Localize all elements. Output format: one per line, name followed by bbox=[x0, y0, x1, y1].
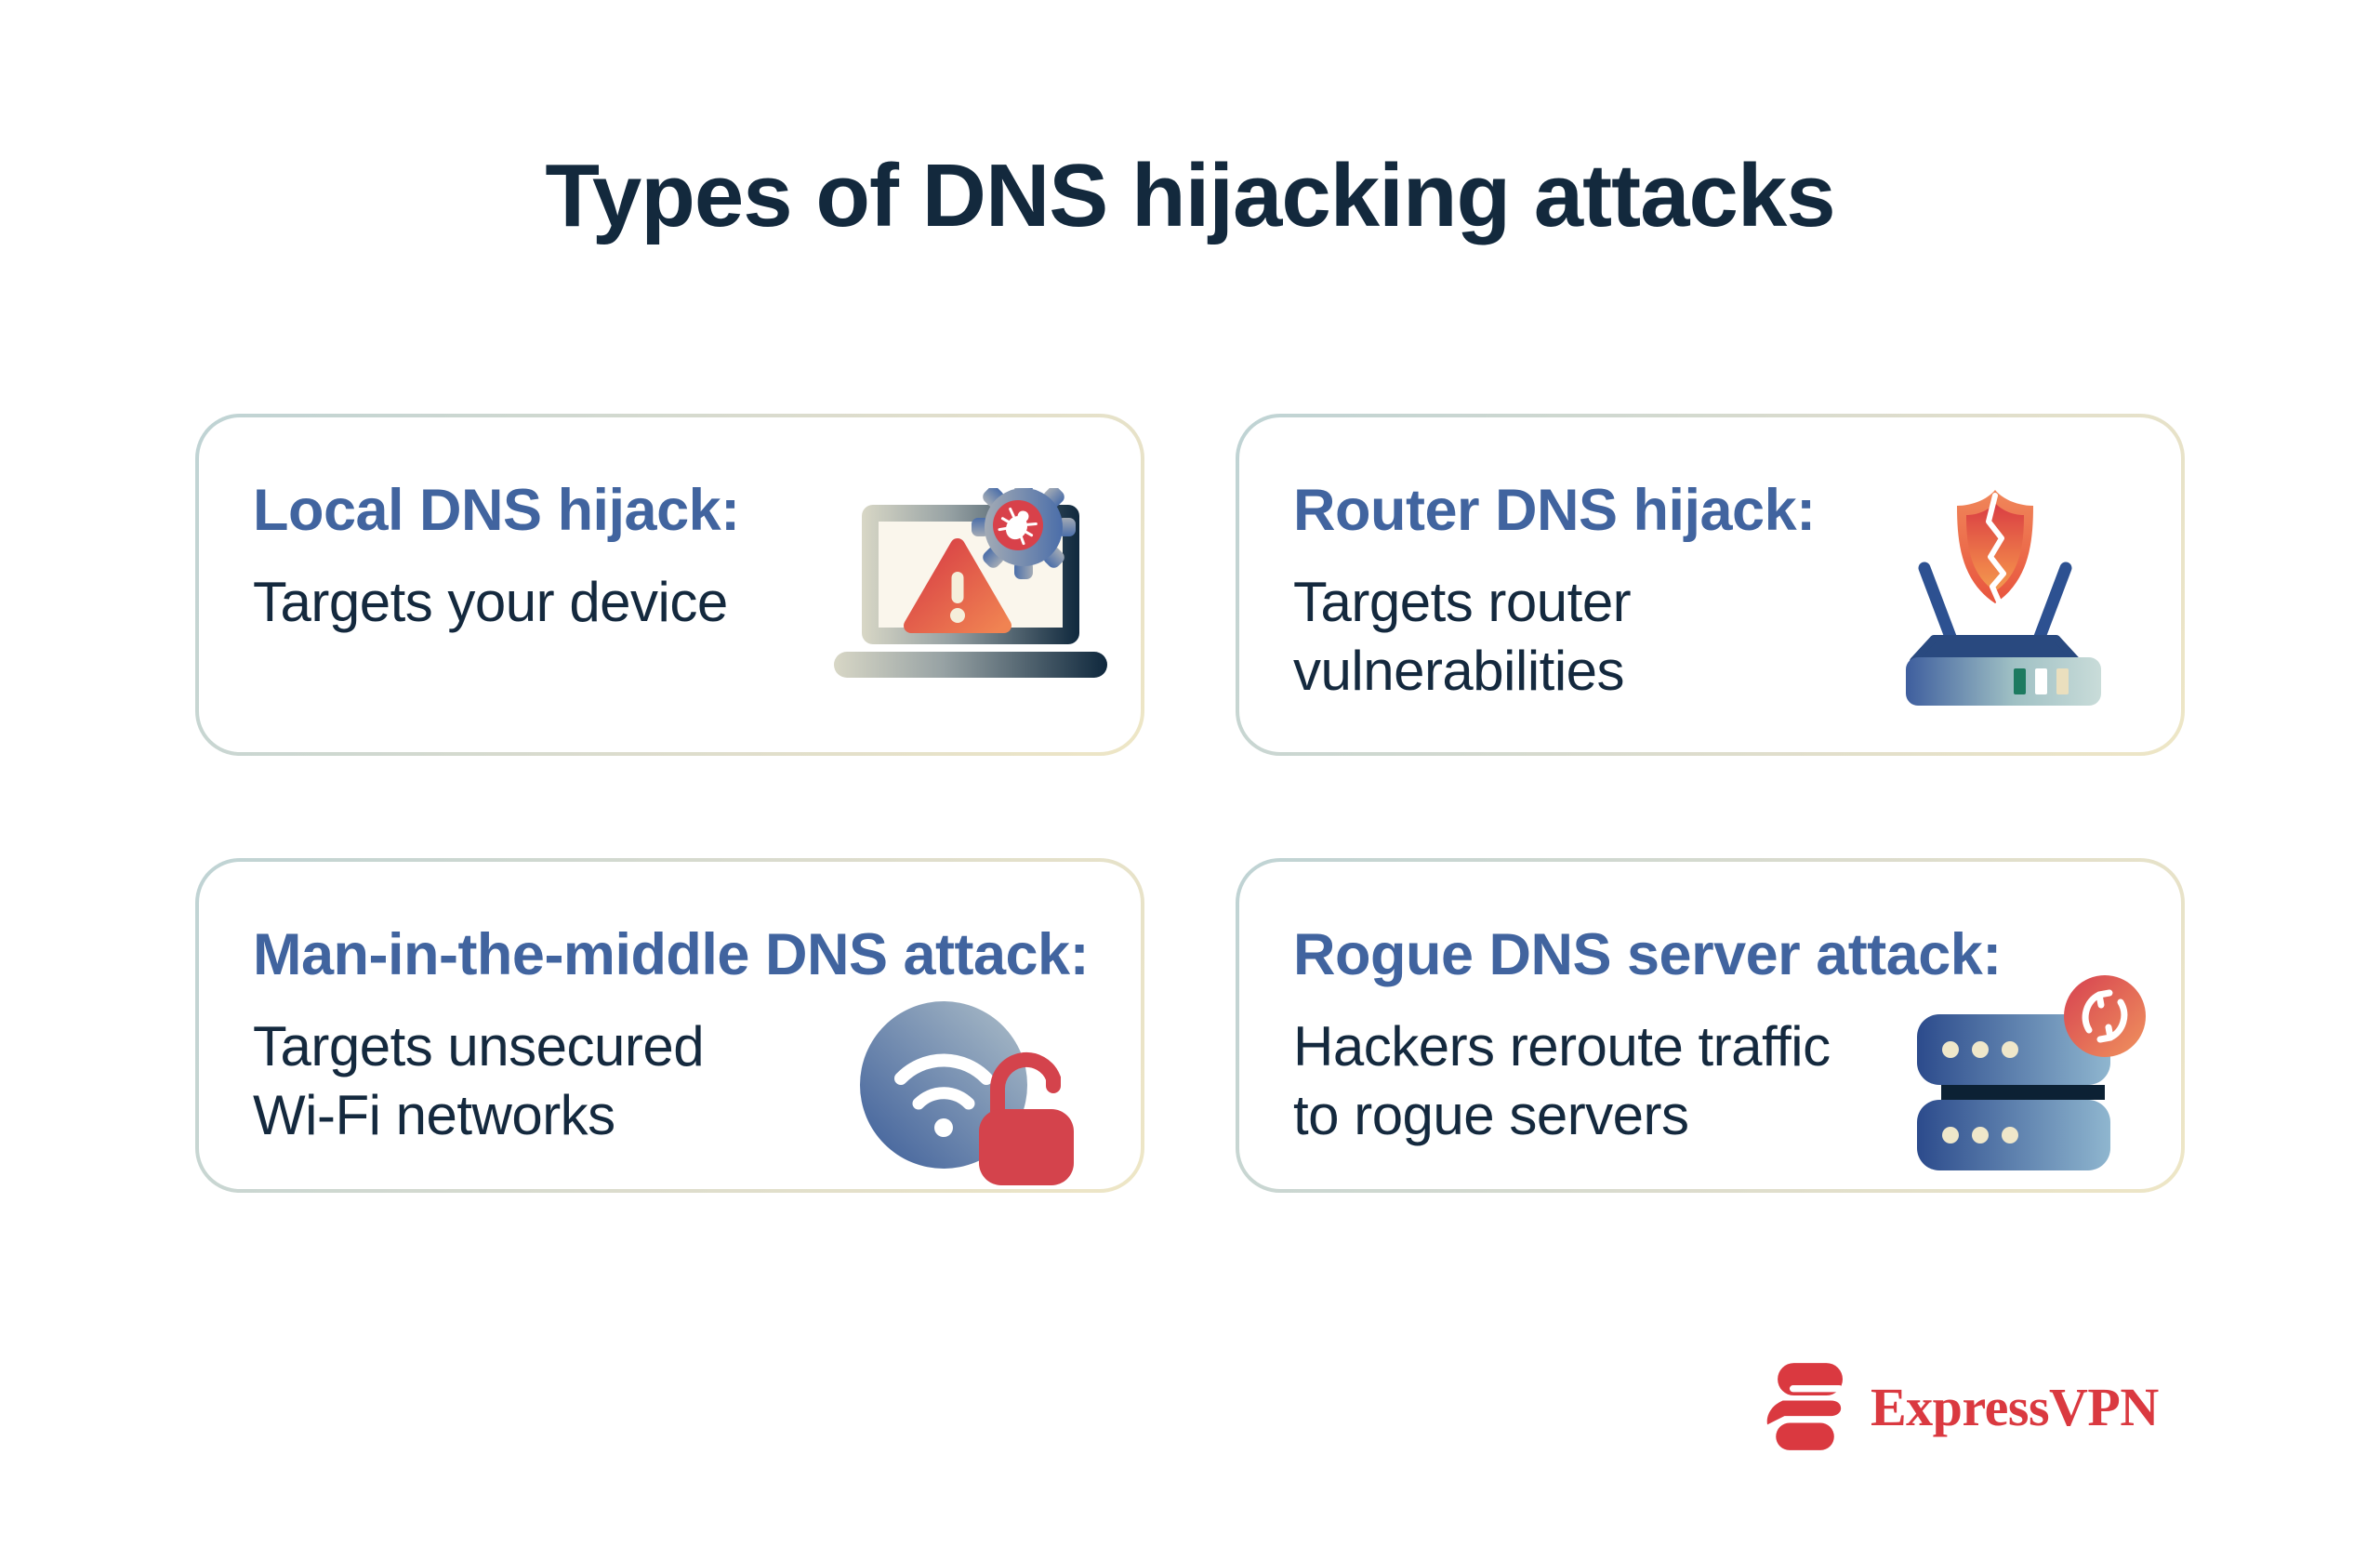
card-router-dns-hijack-inner: Router DNS hijack: Targets router vulner… bbox=[1239, 417, 2181, 752]
cards-grid: Local DNS hijack: Targets your device bbox=[195, 414, 2185, 1193]
wifi-open-lock-icon bbox=[860, 1001, 1074, 1185]
card-heading: Rogue DNS server attack: bbox=[1293, 922, 2002, 987]
card-mitm-dns-attack-inner: Man-in-the-middle DNS attack: Targets un… bbox=[199, 862, 1141, 1189]
card-heading: Man-in-the-middle DNS attack: bbox=[253, 922, 1090, 987]
expressvpn-logomark-icon bbox=[1766, 1363, 1843, 1450]
card-router-dns-hijack: Router DNS hijack: Targets router vulner… bbox=[1236, 414, 2185, 756]
card-local-dns-hijack-inner: Local DNS hijack: Targets your device bbox=[199, 417, 1141, 752]
card-rogue-dns-server-inner: Rogue DNS server attack: Hackers reroute… bbox=[1239, 862, 2181, 1189]
brand-wordmark: ExpressVPN bbox=[1871, 1376, 2159, 1437]
card-body: Targets your device bbox=[253, 571, 728, 634]
brand-logo: ExpressVPN bbox=[1757, 1363, 2159, 1450]
laptop-warning-gear-icon bbox=[834, 488, 1107, 678]
bug-icon bbox=[998, 507, 1038, 546]
card-heading: Local DNS hijack: bbox=[253, 478, 740, 543]
card-mitm-dns-attack: Man-in-the-middle DNS attack: Targets un… bbox=[195, 858, 1144, 1193]
page-title: Types of DNS hijacking attacks bbox=[545, 146, 1835, 245]
card-rogue-dns-server: Rogue DNS server attack: Hackers reroute… bbox=[1236, 858, 2185, 1193]
card-body: Targets router vulnerabilities bbox=[1293, 571, 1632, 702]
card-heading: Router DNS hijack: bbox=[1293, 478, 1816, 543]
router-broken-shield-icon bbox=[1906, 490, 2101, 706]
card-body: Hackers reroute traffic to rogue servers bbox=[1293, 1015, 1831, 1146]
server-reroute-icon bbox=[1917, 975, 2146, 1170]
card-body: Targets unsecured Wi-Fi networks bbox=[253, 1015, 705, 1146]
card-local-dns-hijack: Local DNS hijack: Targets your device bbox=[195, 414, 1144, 756]
